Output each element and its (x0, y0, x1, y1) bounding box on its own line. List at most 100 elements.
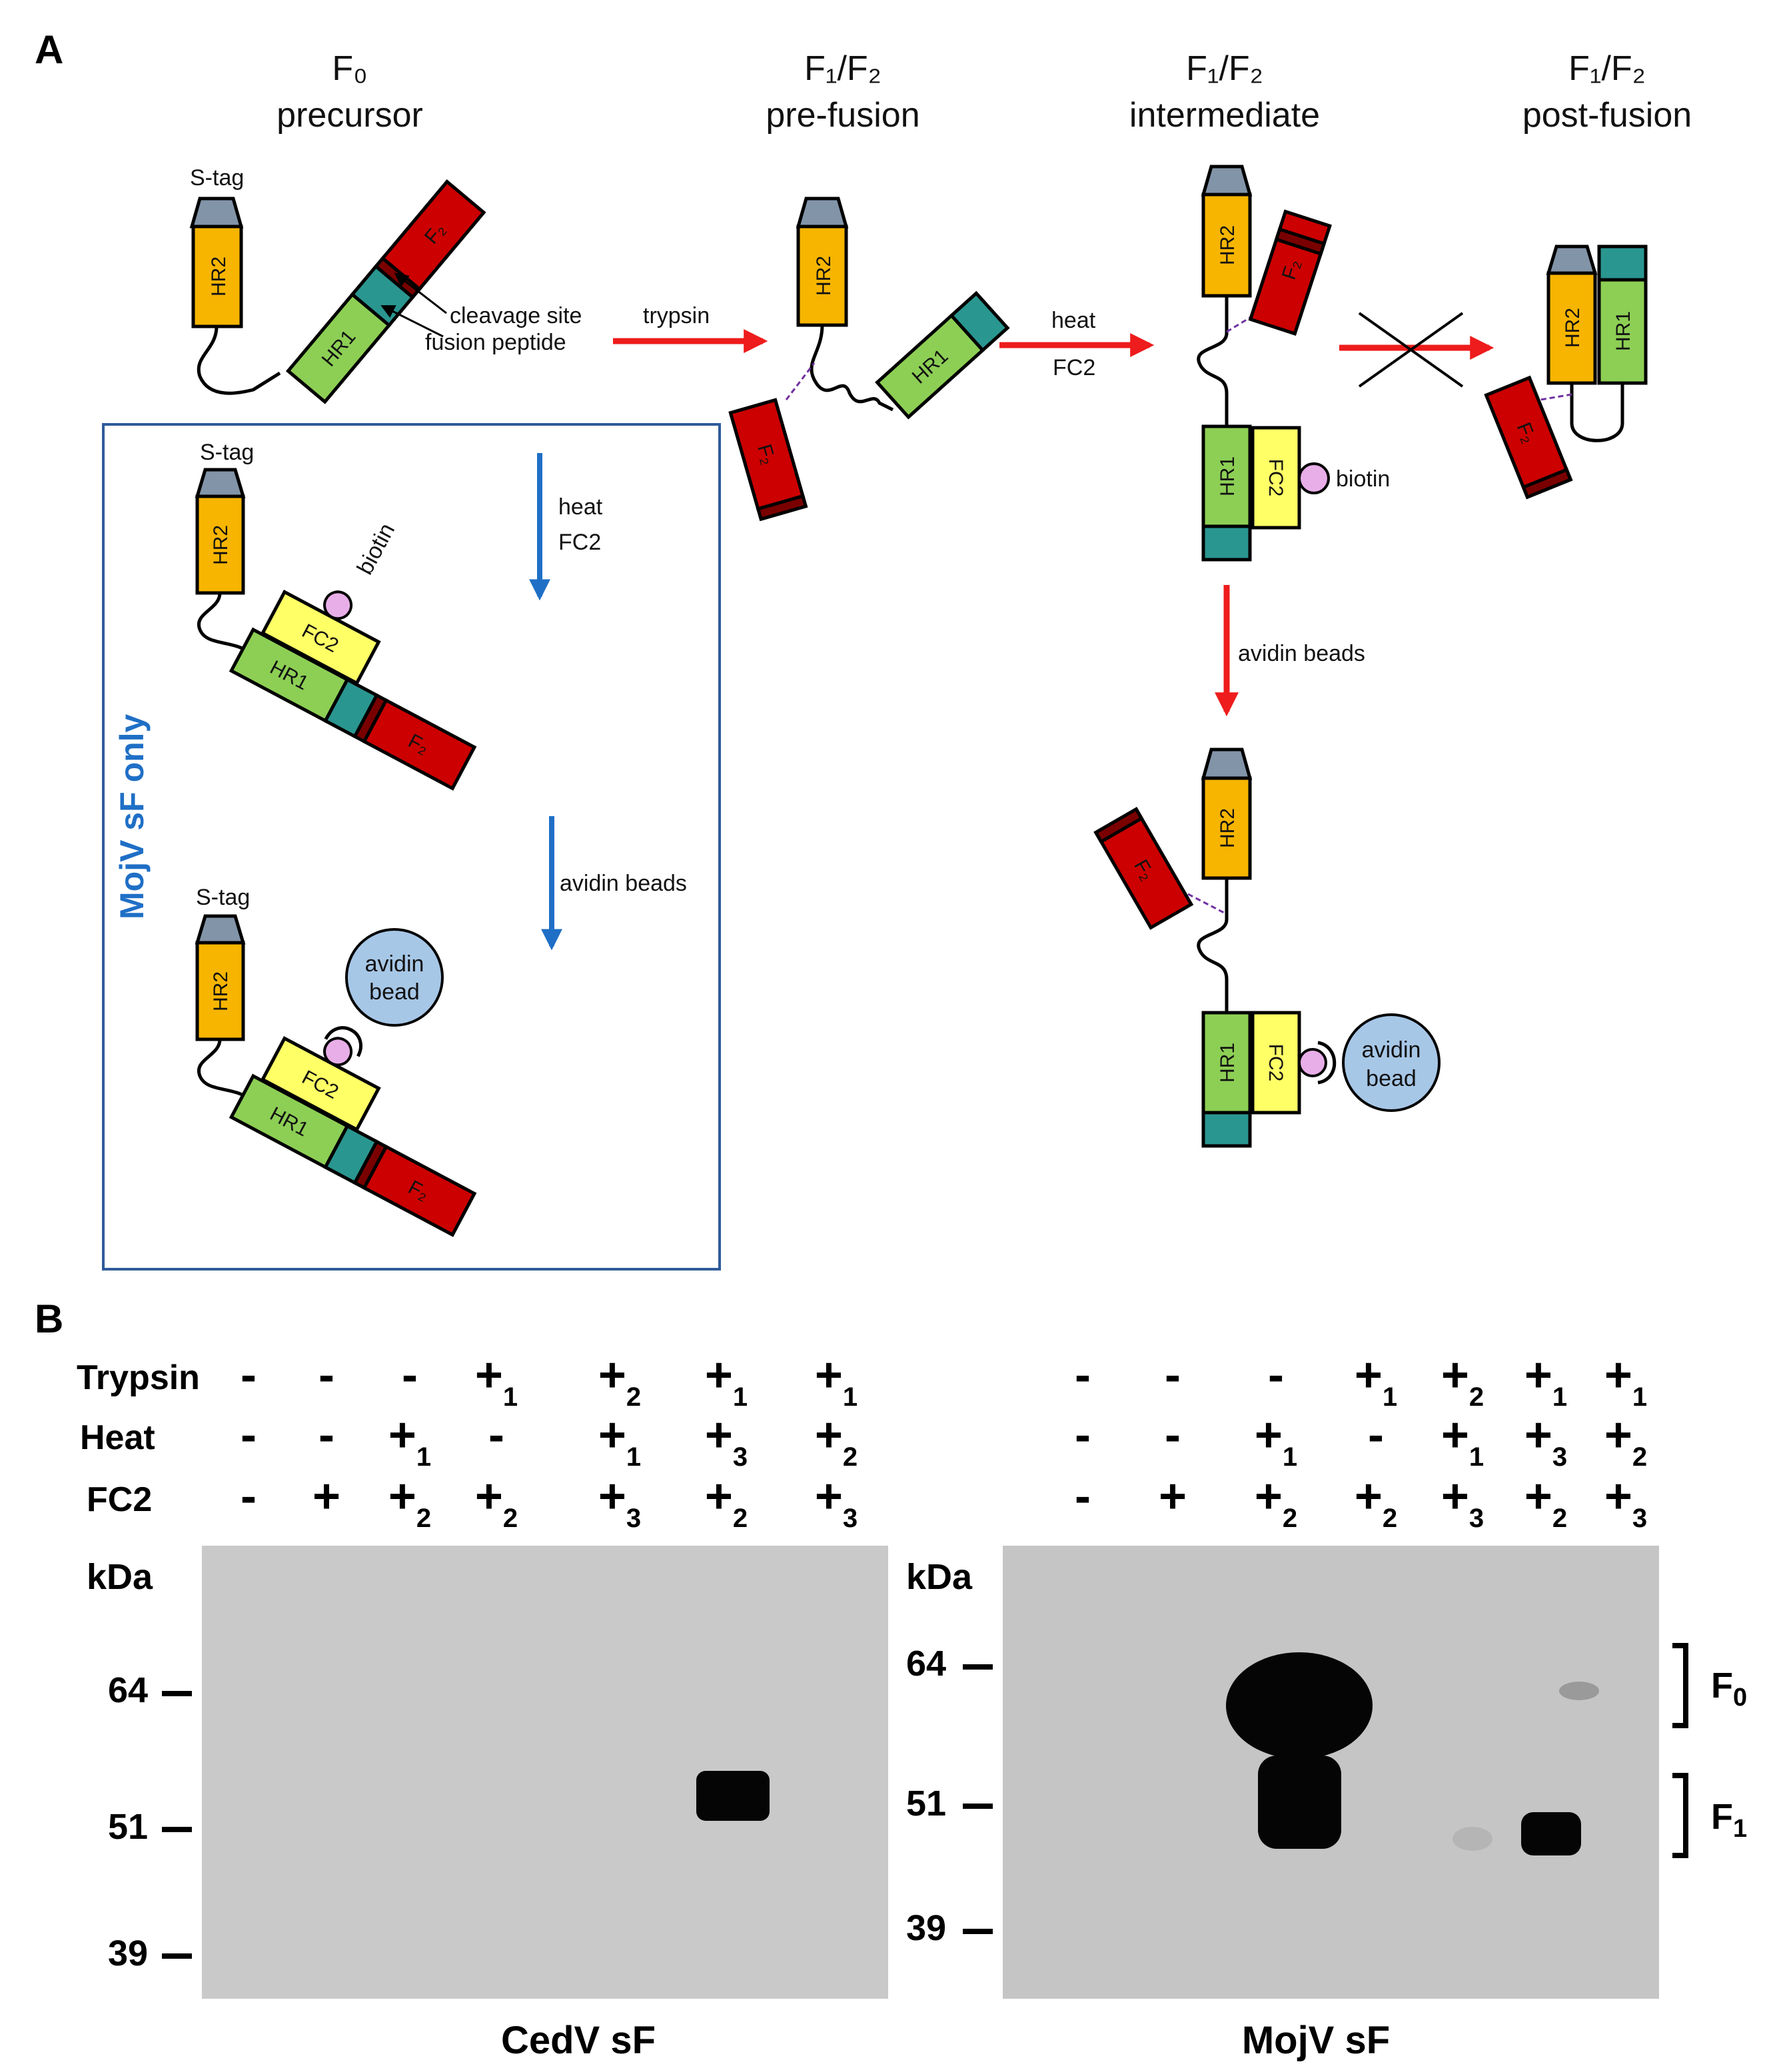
condition-order: 1 (1469, 1442, 1484, 1472)
band-f1-small (1521, 1812, 1581, 1855)
condition-order: 3 (733, 1442, 748, 1472)
condition-order: 3 (1632, 1504, 1647, 1533)
condition-symbol: + (705, 1348, 733, 1402)
condition-trypsin: +1 (1355, 1348, 1397, 1412)
avidin-bead (345, 928, 444, 1027)
condition-symbol: + (815, 1470, 843, 1523)
biotin-label: biotin (1336, 466, 1390, 492)
marker-tick (963, 1664, 993, 1670)
condition-symbol: + (475, 1470, 503, 1523)
condition-symbol: - (241, 1470, 257, 1523)
condition-order: 1 (733, 1382, 748, 1412)
hr2-label: HR2 (210, 971, 232, 1011)
condition-row-labels: Trypsin Heat FC2 (77, 1358, 200, 1519)
condition-symbol: - (318, 1348, 334, 1402)
row-label-heat: Heat (80, 1418, 155, 1457)
condition-symbol: + (705, 1470, 733, 1523)
condition-symbol: - (1075, 1470, 1091, 1523)
condition-heat: - (1368, 1408, 1384, 1462)
kda-label: kDa (87, 1557, 153, 1597)
condition-order: 1 (843, 1382, 858, 1412)
avidin-bead (1342, 1013, 1441, 1112)
condition-symbol: - (1075, 1408, 1091, 1462)
fusion-peptide-segment (1201, 524, 1252, 562)
condition-fc2: +2 (1355, 1470, 1397, 1533)
hr2-domain (1201, 776, 1252, 880)
condition-heat: +1 (1255, 1408, 1297, 1472)
inset-fc2-label: FC2 (558, 530, 601, 555)
marker-39: 39 (906, 1908, 946, 1948)
condition-symbol: + (1441, 1348, 1469, 1402)
condition-fc2: +2 (475, 1470, 518, 1533)
condition-trypsin: +2 (1441, 1348, 1484, 1412)
condition-order: 1 (1552, 1382, 1567, 1412)
f2-domain (362, 698, 477, 791)
fusion-peptide-pointer (380, 305, 444, 338)
condition-heat: +2 (815, 1408, 858, 1472)
stage-title-line1: F₀ (332, 49, 367, 88)
stage-title-line2: post-fusion (1522, 96, 1692, 135)
condition-symbol: + (1255, 1470, 1283, 1523)
condition-trypsin: - (402, 1348, 418, 1402)
marker-tick (162, 1827, 192, 1832)
condition-symbol: + (815, 1408, 843, 1462)
band-f0-large (1226, 1652, 1373, 1759)
hr2-domain (1546, 271, 1597, 385)
marker-64: 64 (108, 1670, 148, 1710)
condition-order: 2 (503, 1504, 518, 1533)
biotin-label: biotin (352, 519, 400, 579)
marker-tick (162, 1691, 192, 1696)
linker (197, 1039, 251, 1101)
construct-pre-fusion: HR2 HR1 F₂ (728, 197, 1010, 522)
condition-fc2: + (1159, 1470, 1187, 1523)
condition-order: 1 (626, 1442, 641, 1472)
bracket-f1 (1672, 1773, 1688, 1858)
condition-fc2: - (241, 1470, 257, 1523)
f2-domain (362, 1144, 477, 1237)
f2-rod: F₂ (1484, 375, 1573, 500)
condition-symbol: + (598, 1348, 626, 1402)
condition-fc2: - (1075, 1470, 1091, 1523)
condition-order: 1 (1383, 1382, 1397, 1412)
band-label-sub: 0 (1733, 1684, 1747, 1712)
panel-a-label: A (35, 27, 63, 72)
inset-construct-bead-bound: S-tag HR2 HR1 F₂ FC2 avidin bead (195, 885, 477, 1237)
condition-symbol: + (815, 1348, 843, 1402)
f1-f2-rod: HR1 F₂ (285, 179, 486, 404)
stage-title-precursor: F₀ precursor (277, 49, 423, 135)
condition-symbol: - (1075, 1348, 1091, 1402)
bracket-f0 (1672, 1643, 1688, 1728)
condition-order: 2 (626, 1382, 641, 1412)
condition-symbol: + (1159, 1470, 1187, 1523)
condition-symbol: + (1441, 1470, 1469, 1523)
hr1-label: HR1 (1612, 311, 1634, 351)
band-f0-faint (1559, 1682, 1599, 1700)
construct-precursor: S-tag HR2 HR1 F₂ cleavage site fusion pe… (189, 165, 582, 404)
stage-title-post-fusion: F₁/F₂ post-fusion (1522, 49, 1692, 135)
blot-caption: MojV sF (1242, 2019, 1390, 2062)
condition-symbol: + (388, 1408, 416, 1462)
condition-trypsin: - (1165, 1348, 1181, 1402)
hr2-label: HR2 (1217, 808, 1239, 848)
hr2-label: HR2 (210, 525, 232, 565)
biotin-tag (323, 1037, 353, 1067)
linker (1197, 878, 1229, 1013)
condition-symbol: - (1165, 1348, 1181, 1402)
condition-fc2: + (312, 1470, 340, 1523)
marker-39: 39 (108, 1933, 148, 1973)
construct-intermediate: HR2 F₂ HR1 FC2 biotin (1197, 165, 1390, 562)
stage-title-line2: precursor (277, 96, 423, 135)
condition-symbol: - (241, 1408, 257, 1462)
condition-fc2: +3 (815, 1470, 858, 1533)
band-label-letter: F (1711, 1666, 1733, 1706)
fc2-step-label: FC2 (1053, 355, 1095, 380)
condition-fc2: +3 (1604, 1470, 1647, 1533)
condition-heat: +3 (705, 1408, 748, 1472)
condition-symbol: + (1604, 1408, 1632, 1462)
condition-heat: - (1075, 1408, 1091, 1462)
condition-order: 3 (626, 1504, 641, 1533)
condition-trypsin: - (1075, 1348, 1091, 1402)
band-label-sub: 1 (1733, 1815, 1747, 1843)
s-tag-shape (1201, 165, 1253, 197)
